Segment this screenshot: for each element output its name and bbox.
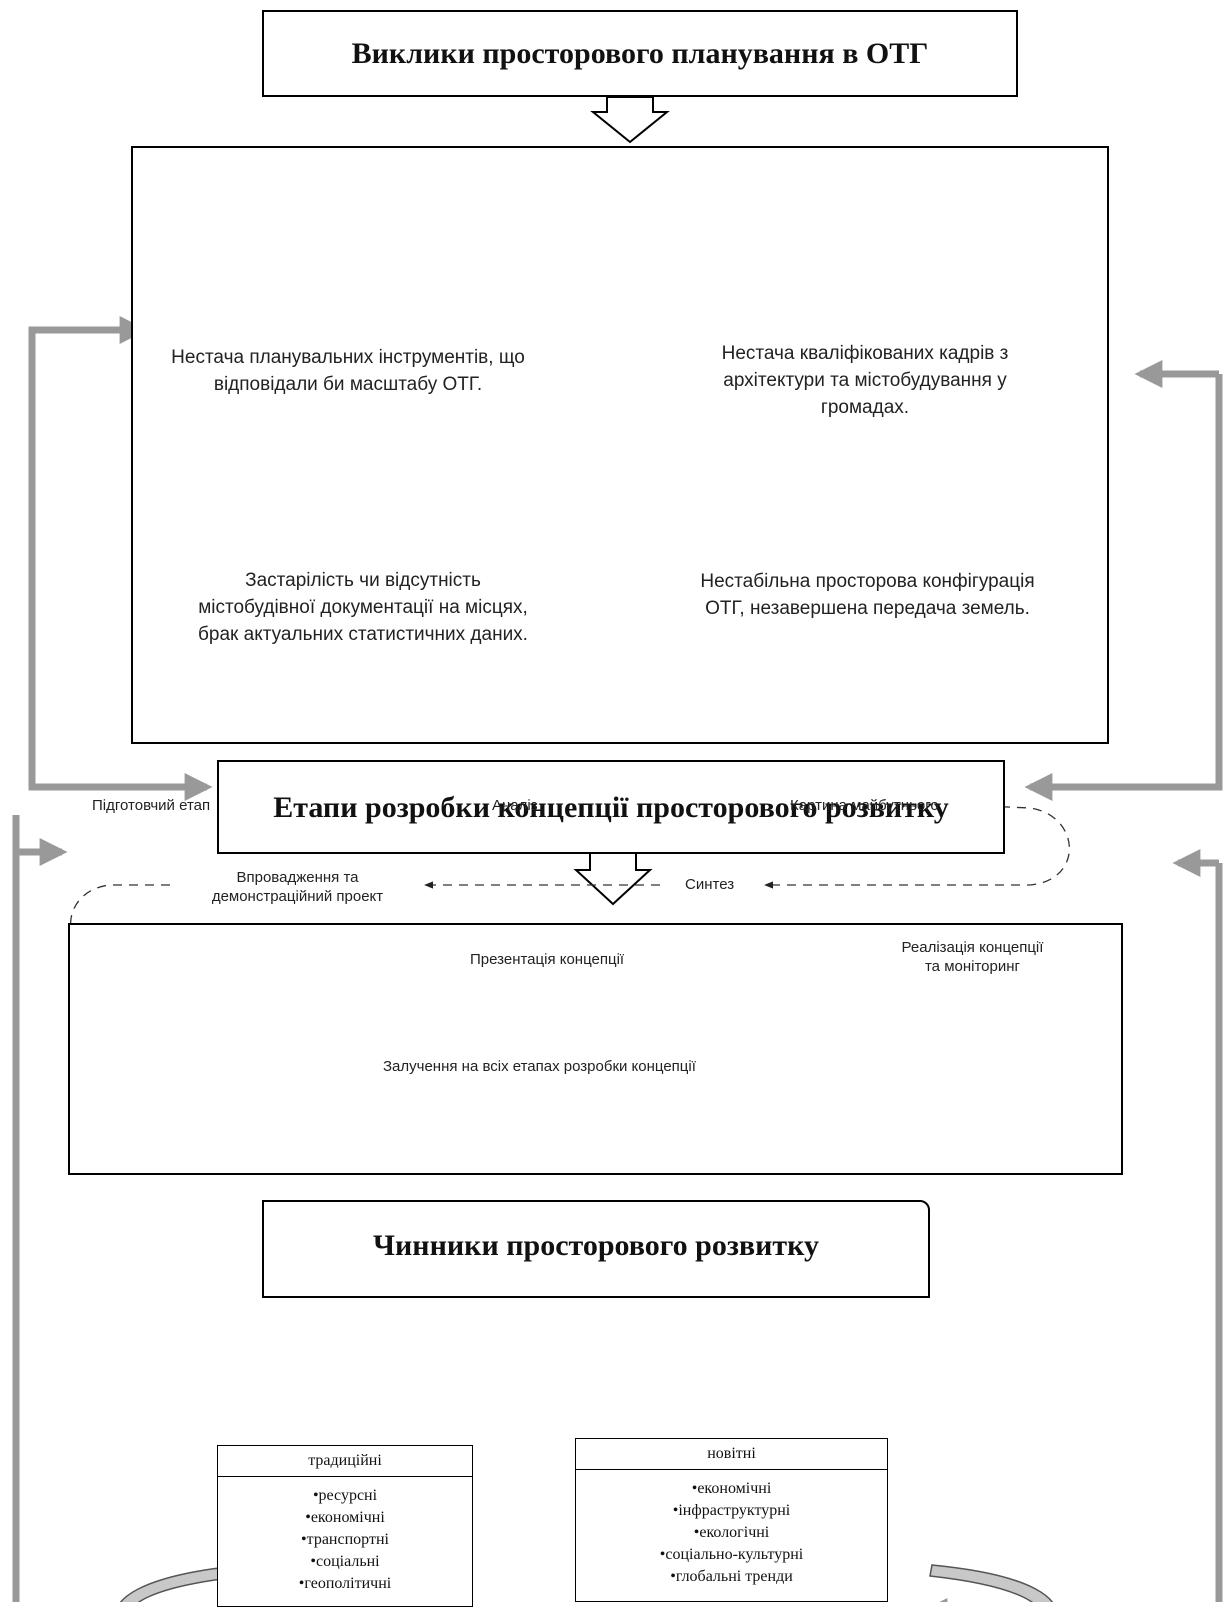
stage-presentation: Презентація концепції <box>470 951 625 968</box>
challenges-title-box <box>262 10 1018 97</box>
stages-title: Етапи розробки концепції просторового ро… <box>273 791 949 824</box>
list-item: економічні <box>576 1478 887 1500</box>
factors-title: Чинники просторового розвитку <box>373 1229 819 1262</box>
challenge-text-2: Нестача кваліфікованих кадрів з архітект… <box>721 343 1009 418</box>
challenges-title: Виклики просторового планування в ОТГ <box>351 37 929 70</box>
list-item: транспортні <box>218 1529 472 1551</box>
list-item: геополітичні <box>218 1573 472 1595</box>
stages-title-box <box>217 760 1005 854</box>
challenges-box <box>131 146 1109 744</box>
stage-preparatory: Підготовчий етап <box>92 797 211 814</box>
stages-box <box>68 923 1123 1175</box>
list-item: економічні <box>218 1507 472 1529</box>
stage-involvement: Залучення на всіх етапах розробки концеп… <box>383 1058 696 1075</box>
list-item: глобальні тренди <box>576 1566 887 1588</box>
stage-synthesis: Синтез <box>685 876 735 893</box>
list-item: інфраструктурні <box>576 1500 887 1522</box>
stage-analysis: Аналіз <box>492 797 538 814</box>
traditional-factors-list: ресурсні економічні транспортні соціальн… <box>218 1477 472 1595</box>
challenge-text-4: Нестабільна просторова конфігурація ОТГ,… <box>700 571 1035 619</box>
modern-factors-table: новітні економічні інфраструктурні еколо… <box>575 1438 888 1602</box>
stage-implementation: Впровадження та демонстраційний проект <box>211 869 384 905</box>
modern-factors-list: економічні інфраструктурні екологічні со… <box>576 1470 887 1588</box>
challenge-text-1: Нестача планувальних інструментів, що ві… <box>171 347 525 395</box>
traditional-factors-table: традиційні ресурсні економічні транспорт… <box>217 1445 473 1607</box>
stage-realization: Реалізація концепції та моніторинг <box>901 939 1044 975</box>
right-curved-arrow <box>929 1564 1054 1602</box>
challenge-text-3: Застарілість чи відсутність містобудівно… <box>198 570 528 645</box>
factors-title-box <box>262 1200 930 1298</box>
list-item: ресурсні <box>218 1485 472 1507</box>
list-item: соціальні <box>218 1551 472 1573</box>
list-item: екологічні <box>576 1522 887 1544</box>
down-arrow-1 <box>590 96 670 144</box>
left-curved-arrow <box>119 1564 248 1602</box>
down-arrow-2 <box>573 852 653 906</box>
traditional-factors-header: традиційні <box>218 1446 472 1477</box>
stage-future-picture: Картина майбутнього <box>790 797 939 814</box>
feedback-connectors <box>12 316 1223 1602</box>
modern-factors-header: новітні <box>576 1439 887 1470</box>
list-item: соціально-культурні <box>576 1544 887 1566</box>
